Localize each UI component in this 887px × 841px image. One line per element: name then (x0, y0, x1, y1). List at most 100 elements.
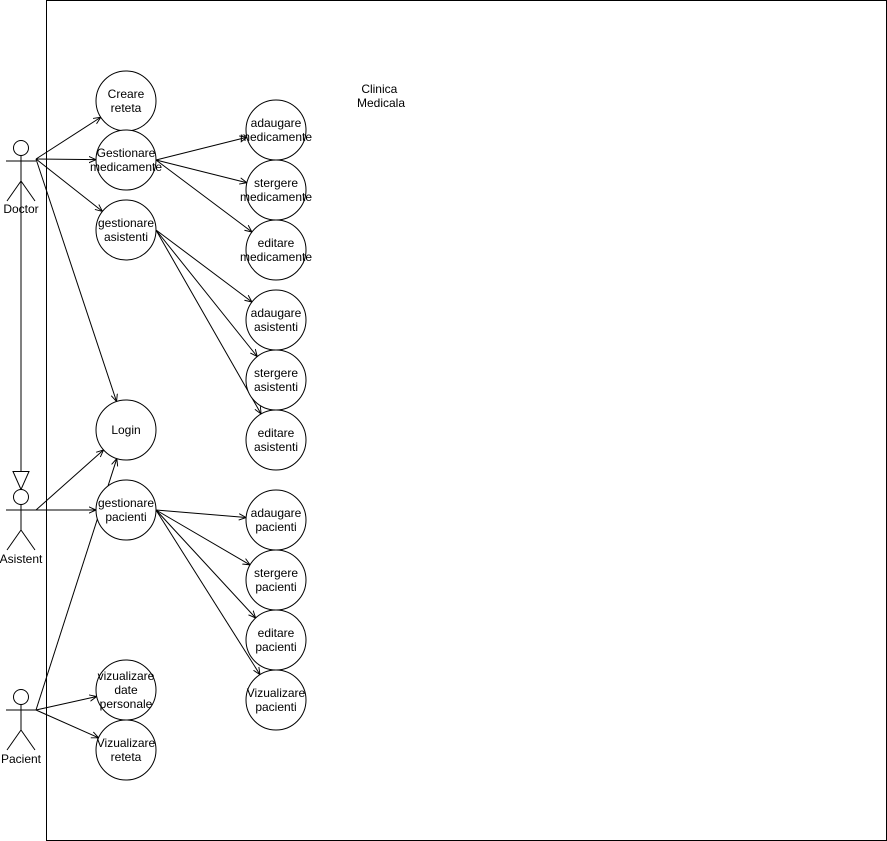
use-case-label-line: stergere (254, 176, 298, 190)
actor-doctor[interactable]: Doctor (3, 140, 39, 217)
actor-leg-left (6, 729, 22, 751)
system-label-line: Medicala (357, 96, 405, 110)
association-gestionare-medicamente-stergere-medicamente (155, 159, 247, 183)
association-gestionare-medicamente-editare-medicamente (155, 159, 252, 232)
use-case-ellipse (95, 719, 157, 781)
actor-head (13, 489, 29, 505)
use-case-label-line: Login (111, 423, 140, 437)
use-case-ellipse (95, 199, 157, 261)
association-doctor-gestionare-asistenti (35, 158, 102, 211)
use-case-label-line: asistenti (254, 320, 298, 334)
use-case-label-line: Gestionare (97, 146, 156, 160)
association-doctor-creare-reteta (35, 117, 101, 160)
use-case-label-line: editare (258, 626, 295, 640)
system-label: Clinica Medicala (357, 82, 405, 110)
actor-pacient[interactable]: Pacient (1, 689, 42, 767)
system-label-line: Clinica (361, 82, 397, 96)
actor-leg-right (20, 729, 36, 751)
use-case-login[interactable]: Login (95, 399, 157, 461)
use-case-label: Login (111, 423, 140, 437)
use-case-ellipse (245, 669, 307, 731)
use-case-label-line: medicamente (240, 190, 312, 204)
use-case-label-line: pacienti (255, 700, 296, 714)
use-case-label-line: pacienti (255, 640, 296, 654)
use-case-label-line: medicamente (240, 250, 312, 264)
use-case-label-line: asistenti (254, 380, 298, 394)
use-case-label-line: adaugare (251, 306, 302, 320)
use-case-label-line: medicamente (240, 130, 312, 144)
use-case-label-line: reteta (111, 750, 142, 764)
use-case-label-line: asistenti (104, 230, 148, 244)
actor-label: Asistent (0, 552, 43, 566)
actor-asistent[interactable]: Asistent (0, 489, 43, 567)
use-case-label-line: Vizualizare (97, 736, 156, 750)
use-case-label-line: pacienti (255, 520, 296, 534)
association-asistent-login (35, 450, 104, 511)
use-case-ellipse (245, 409, 307, 471)
association-pacient-vizualizare-date-personale (35, 697, 97, 711)
use-case-label-line: date (114, 683, 138, 697)
use-case-label-line: stergere (254, 366, 298, 380)
actor-label: Doctor (3, 202, 38, 216)
use-case-label-line: pacienti (105, 510, 146, 524)
actor-head (13, 689, 29, 705)
actor-head (13, 140, 29, 156)
use-case-label-line: medicamente (90, 160, 162, 174)
actor-label: Pacient (1, 752, 42, 766)
association-gestionare-pacienti-vizualizare-pacienti (155, 509, 260, 675)
use-case-label-line: gestionare (98, 496, 154, 510)
association-pacient-vizualizare-reteta (35, 709, 99, 738)
use-case-ellipse (95, 399, 157, 461)
use-case-label-line: Creare (108, 87, 145, 101)
association-gestionare-asistenti-adaugare-asistenti (155, 229, 252, 302)
use-case-label-line: adaugare (251, 506, 302, 520)
association-gestionare-asistenti-editare-asistenti (155, 229, 261, 414)
association-gestionare-pacienti-stergere-pacienti (155, 509, 250, 565)
association-gestionare-medicamente-adaugare-medicamente (155, 137, 247, 161)
actor-leg-right (20, 529, 36, 551)
use-case-ellipse (95, 479, 157, 541)
use-case-label-line: personale (100, 697, 153, 711)
association-gestionare-asistenti-stergere-asistenti (155, 229, 257, 357)
system-boundary[interactable] (46, 0, 887, 841)
use-case-label-line: asistenti (254, 440, 298, 454)
use-case-label-line: Vizualizare (247, 686, 306, 700)
use-case-label-line: vizualizare (98, 669, 155, 683)
use-case-ellipse (245, 219, 307, 281)
use-case-label-line: reteta (111, 101, 142, 115)
actor-leg-left (6, 180, 22, 202)
generalization-triangle (12, 471, 30, 491)
association-gestionare-pacienti-editare-pacienti (155, 509, 256, 618)
